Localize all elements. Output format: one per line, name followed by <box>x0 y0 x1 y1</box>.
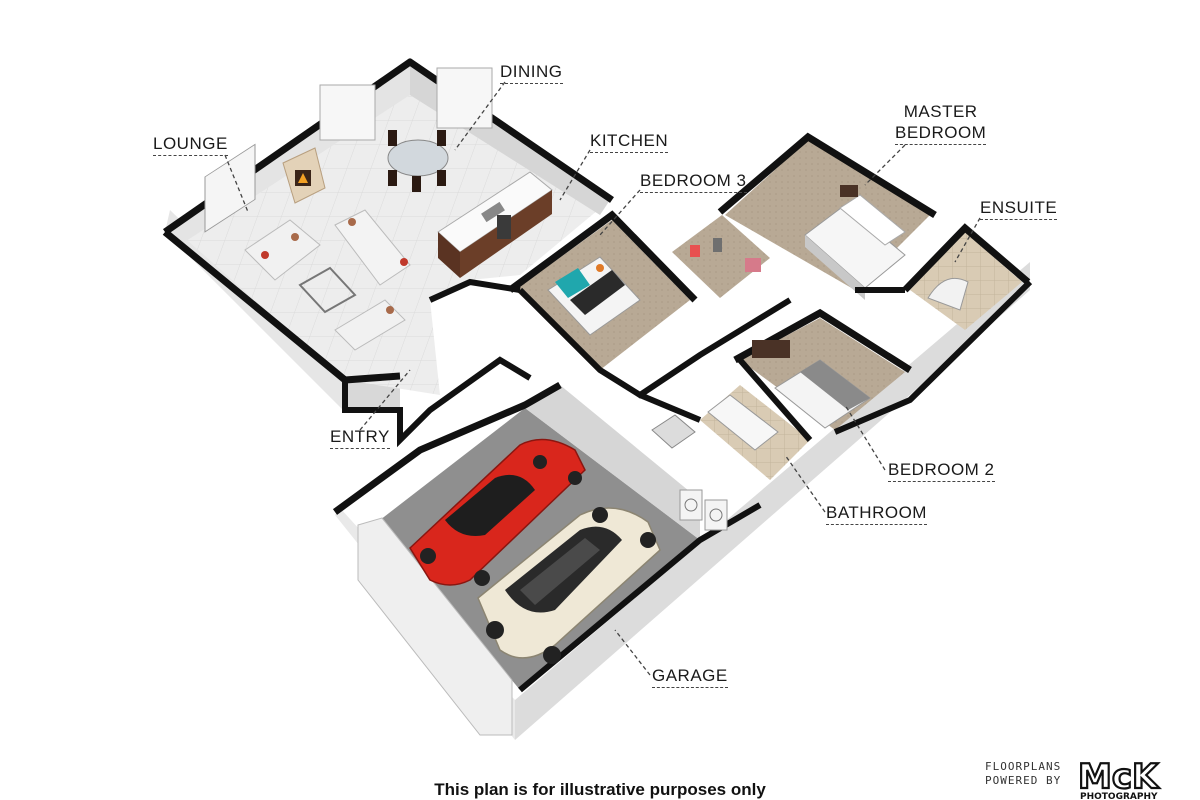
disclaimer-text: This plan is for illustrative purposes o… <box>434 780 766 799</box>
washer-icon <box>679 489 728 531</box>
fireplace-icon <box>282 147 326 204</box>
bathroom-label: BATHROOM <box>826 502 927 525</box>
credit-line1: FLOORPLANS <box>985 760 1062 773</box>
ensuite-label: ENSUITE <box>980 197 1058 220</box>
bathtub-icon <box>707 394 779 451</box>
lounge-label: LOUNGE <box>153 133 228 156</box>
shower-icon <box>927 278 969 311</box>
entry-label: ENTRY <box>330 426 390 449</box>
garage-label: GARAGE <box>652 665 728 688</box>
kitchen-counter <box>437 171 553 278</box>
credit-line2: POWERED BY <box>985 774 1062 787</box>
mck-logo: McK PHOTOGRAPHY <box>1077 756 1161 800</box>
logo-subtext: PHOTOGRAPHY <box>1080 792 1158 800</box>
living-area <box>162 58 614 395</box>
car-icon <box>477 507 661 664</box>
bedroom2-label: BEDROOM 2 <box>888 459 995 482</box>
bedroom3-room <box>507 210 698 370</box>
bedroom3-label: BEDROOM 3 <box>640 170 747 193</box>
bedroom2-room <box>733 308 912 430</box>
interior-walls <box>342 278 1033 448</box>
kitchen-label: KITCHEN <box>590 130 669 153</box>
master-bedroom-room <box>717 132 937 300</box>
credit-text: FLOORPLANS POWERED BY <box>985 760 1061 788</box>
sofa-icon <box>244 209 411 351</box>
label-leader-lines <box>224 81 981 676</box>
bathroom-room <box>651 385 810 480</box>
dining-label: DINING <box>500 61 563 84</box>
car-icon <box>409 438 586 586</box>
master-bedroom-label-line2: BEDROOM <box>895 122 987 145</box>
closet <box>672 215 770 298</box>
logo-text: McK <box>1078 757 1160 797</box>
master-bedroom-label-line1: MASTER <box>903 102 978 121</box>
dining-table-icon <box>387 130 449 192</box>
ensuite-room <box>902 223 1031 330</box>
master-bedroom-label: MASTER BEDROOM <box>895 101 987 145</box>
